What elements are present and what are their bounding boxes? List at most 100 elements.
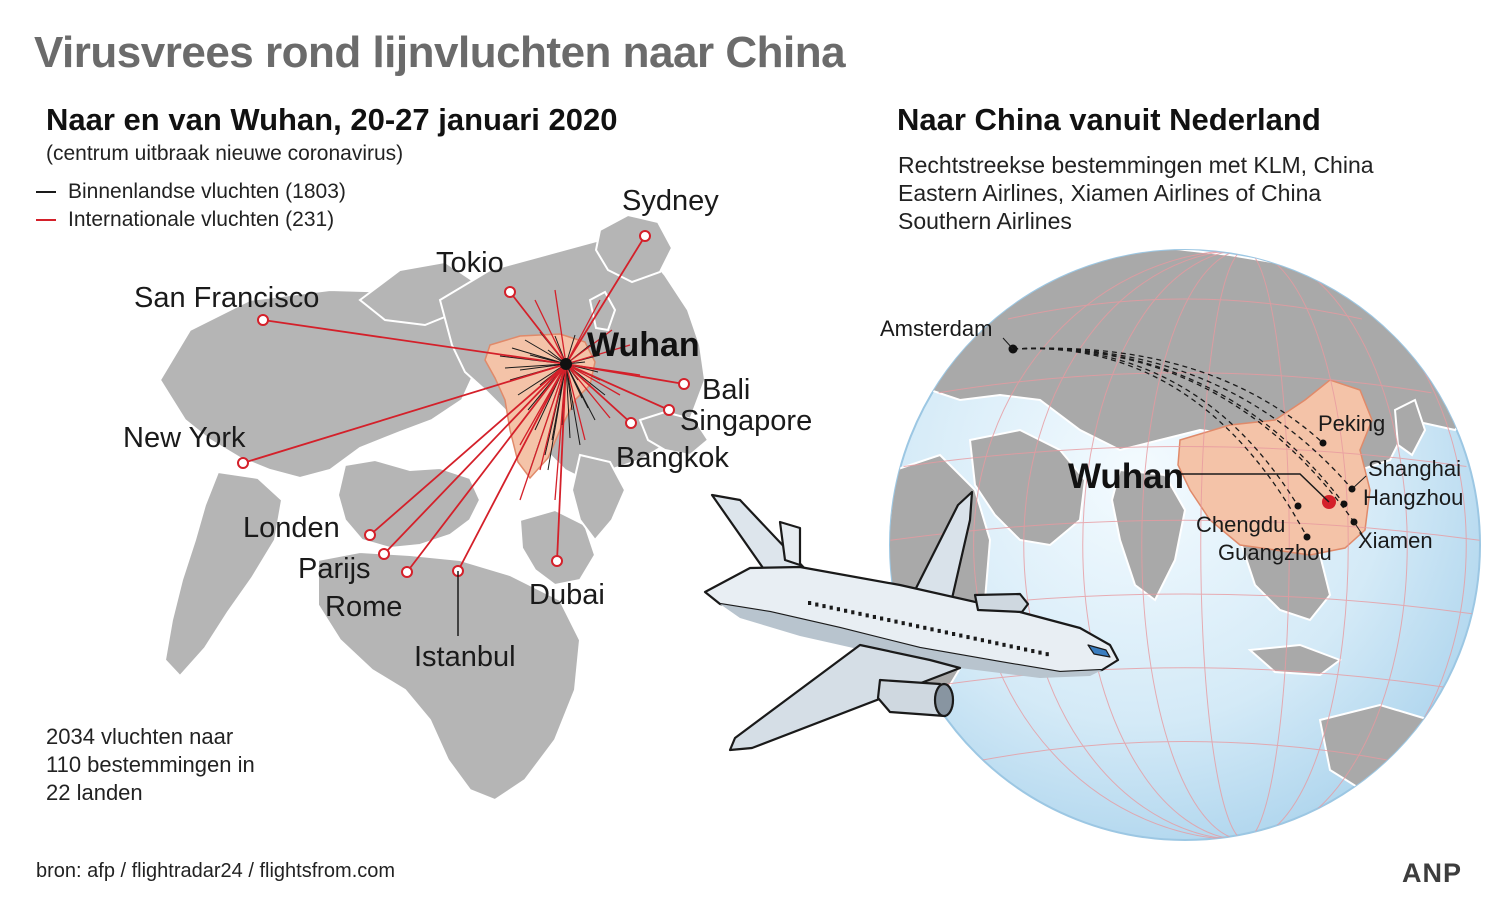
domestic-line-29 xyxy=(547,363,567,471)
route-extra-9 xyxy=(534,299,567,365)
right-description-line-1: Rechtstreekse bestemmingen met KLM, Chin… xyxy=(898,152,1374,178)
route-extra-1 xyxy=(565,344,631,365)
airplane-window-32 xyxy=(1038,650,1042,655)
chengdu-marker xyxy=(1294,502,1302,510)
amsterdam-route-guangzhou xyxy=(1012,347,1308,538)
legend-international-label: Internationale vluchten (231) xyxy=(68,208,335,231)
airplane-window-0 xyxy=(808,601,812,605)
label-chengdu: Chengdu xyxy=(1196,512,1285,537)
route-extra-12 xyxy=(554,363,567,501)
route-extra-4 xyxy=(565,363,611,419)
route-extra-11 xyxy=(519,363,567,501)
amsterdam-label: Amsterdam xyxy=(880,316,992,341)
xiamen-leader-line xyxy=(1353,521,1363,535)
amsterdam-route-hangzhou xyxy=(1012,347,1345,505)
route-extra-2 xyxy=(565,363,641,376)
label-parijs: Parijs xyxy=(298,553,371,585)
airplane-window-5 xyxy=(844,608,848,613)
route-new-york xyxy=(242,363,567,464)
airplane-window-30 xyxy=(1024,647,1028,652)
airplane-window-22 xyxy=(966,635,970,640)
route-tokio xyxy=(509,291,567,365)
international-routes xyxy=(237,230,690,578)
route-extra-0 xyxy=(565,329,613,365)
route-istanbul xyxy=(457,363,567,572)
airplane-cockpit-window xyxy=(1087,644,1111,658)
wuhan-globe-leader-line xyxy=(1180,473,1330,503)
airplane-window-21 xyxy=(959,633,963,638)
label-xiamen: Xiamen xyxy=(1358,528,1433,553)
guangzhou-marker xyxy=(1303,533,1311,541)
globe-land-indonesia xyxy=(1247,643,1343,677)
airplane-window-16 xyxy=(923,625,927,630)
airplane-window-11 xyxy=(887,618,891,623)
route-singapore xyxy=(565,363,670,411)
label-shanghai: Shanghai xyxy=(1368,456,1461,481)
marker-bangkok xyxy=(625,417,637,429)
airplane-window-13 xyxy=(901,621,905,626)
domestic-line-15 xyxy=(517,363,567,396)
route-londen xyxy=(369,363,567,536)
right-description-line-2: Eastern Airlines, Xiamen Airlines of Chi… xyxy=(898,180,1322,206)
marker-dubai xyxy=(551,555,563,567)
route-extra-5 xyxy=(565,363,586,441)
parallel-3 xyxy=(890,519,1480,541)
marker-new-york xyxy=(237,457,249,469)
label-peking: Peking xyxy=(1318,411,1385,436)
label-londen: Londen xyxy=(243,512,340,544)
airplane-window-3 xyxy=(829,605,833,610)
airplane-window-28 xyxy=(1009,644,1013,649)
label-san-francisco: San Francisco xyxy=(134,282,319,314)
legend-international: Internationale vluchten (231) xyxy=(36,208,334,232)
footnote-line-3: 22 landen xyxy=(46,780,143,805)
globe-city-labels: Peking Shanghai Hangzhou Chengdu Xiamen … xyxy=(1196,411,1463,565)
route-parijs xyxy=(383,363,567,555)
label-sydney: Sydney xyxy=(622,185,719,217)
label-rome: Rome xyxy=(325,591,402,623)
domestic-line-26 xyxy=(519,363,567,371)
marker-tokio xyxy=(504,286,516,298)
globe-map: Amsterdam Wuhan Peking Shanghai Hangzhou… xyxy=(880,249,1481,841)
domestic-line-0 xyxy=(524,339,567,365)
airplane-window-26 xyxy=(995,641,999,646)
meridian-3 xyxy=(1023,250,1467,840)
airplane-window-2 xyxy=(822,604,826,609)
route-extra-7 xyxy=(519,363,567,446)
peking-marker xyxy=(1319,439,1327,447)
airplane-window-1 xyxy=(815,602,819,607)
legend-domestic-label: Binnenlandse vluchten (1803) xyxy=(68,180,346,203)
marker-rome xyxy=(401,566,413,578)
airplane-window-27 xyxy=(1002,642,1006,647)
wuhan-hub-label: Wuhan xyxy=(587,326,700,364)
label-new-york: New York xyxy=(123,422,246,454)
airplane-window-8 xyxy=(865,613,869,618)
route-bangkok xyxy=(565,363,632,424)
land-africa xyxy=(317,550,582,802)
airplane-window-9 xyxy=(872,614,876,619)
airplane-window-29 xyxy=(1016,645,1020,650)
airplane-window-31 xyxy=(1031,649,1035,654)
marker-sydney xyxy=(639,230,651,242)
destination-labels: Sydney Tokio San Francisco Bali Singapor… xyxy=(123,185,812,673)
wuhan-globe-label: Wuhan xyxy=(1068,457,1184,496)
airplane-engine-intake xyxy=(933,682,955,718)
anp-logo: ANP xyxy=(1402,858,1463,888)
airplane-window-7 xyxy=(858,611,862,616)
land-europe xyxy=(336,458,482,550)
right-map-subtitle: Naar China vanuit Nederland xyxy=(897,102,1321,137)
meridian-4 xyxy=(973,250,1480,840)
airplane-window-20 xyxy=(952,632,956,636)
airplane-window-6 xyxy=(851,610,855,615)
label-istanbul: Istanbul xyxy=(414,641,516,673)
route-extra-3 xyxy=(565,363,621,396)
airplane-window-12 xyxy=(894,619,898,624)
label-guangzhou: Guangzhou xyxy=(1218,540,1332,565)
airplane-window-18 xyxy=(937,628,941,633)
route-rome xyxy=(406,363,567,573)
airplane-window-17 xyxy=(930,627,934,632)
source-credit: bron: afp / flightradar24 / flightsfrom.… xyxy=(36,860,396,882)
marker-parijs xyxy=(378,548,390,560)
route-extra-8 xyxy=(565,299,601,365)
marker-londen xyxy=(364,529,376,541)
